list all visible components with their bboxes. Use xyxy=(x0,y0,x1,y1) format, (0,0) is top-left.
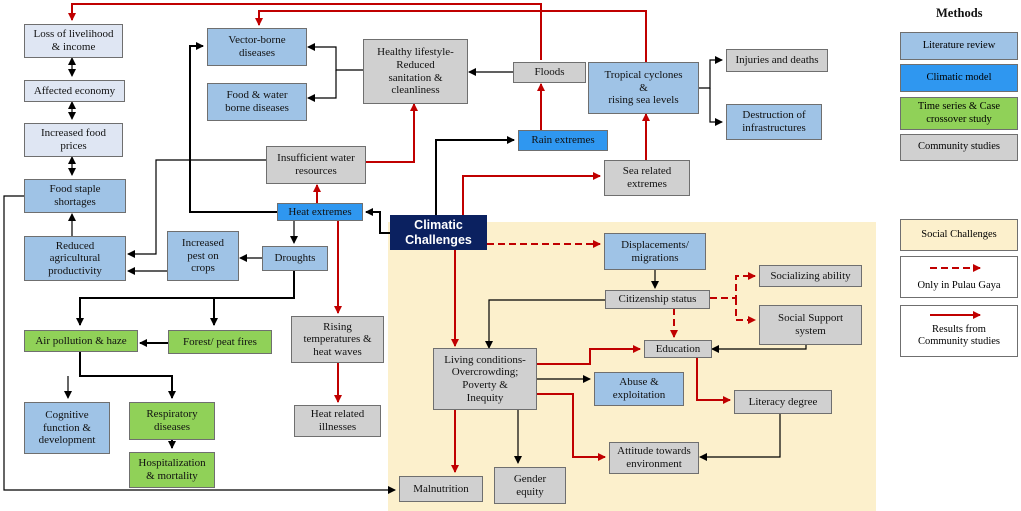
edge-heat-to-vector xyxy=(189,42,277,213)
edge-climatic-to-heat xyxy=(365,208,390,234)
node-education: Education xyxy=(644,340,712,358)
edge-education-to-literacy xyxy=(696,358,731,404)
edge-floods-to-loss xyxy=(68,3,542,60)
legend-results-community-box xyxy=(900,305,1018,357)
node-droughts: Droughts xyxy=(262,246,328,271)
node-displacements: Displacements/ migrations xyxy=(604,233,706,270)
edge-living-to-education xyxy=(537,345,641,365)
node-healthy-lifestyle: Healthy lifestyle- Reduced sanitation & … xyxy=(363,39,468,104)
node-reduced-agri: Reduced agricultural productivity xyxy=(24,236,126,281)
edge-citizenship-to-socializing xyxy=(710,272,756,299)
legend-dashed-arrow xyxy=(930,264,981,272)
edge-staple-to-malnutrition xyxy=(3,195,396,494)
node-heat-illnesses: Heat related illnesses xyxy=(294,405,381,437)
node-air-pollution: Air pollution & haze xyxy=(24,330,138,352)
node-food-water: Food & water borne diseases xyxy=(207,83,307,121)
node-cognitive: Cognitive function & development xyxy=(24,402,110,454)
node-injuries-deaths: Injuries and deaths xyxy=(726,49,828,72)
node-socializing: Socializing ability xyxy=(759,265,862,287)
legend-results-community: Results from Community studies xyxy=(918,324,1000,348)
legend-literature-review: Literature review xyxy=(900,32,1018,60)
legend-solid-arrow xyxy=(930,311,981,319)
edge-citizenship-to-living xyxy=(485,299,605,349)
node-loss-livelihood: Loss of livelihood & income xyxy=(24,24,123,58)
edge-tropical-to-destruction xyxy=(709,88,723,126)
legend-social-challenges: Social Challenges xyxy=(900,219,1018,251)
edge-support-to-education xyxy=(711,345,807,353)
node-sea-related: Sea related extremes xyxy=(604,160,690,196)
edge-air-to-resp xyxy=(79,352,176,399)
node-increased-pest: Increased pest on crops xyxy=(167,231,239,281)
node-affected-economy: Affected economy xyxy=(24,80,125,102)
legend-only-pulau-gaya: Only in Pulau Gaya xyxy=(917,280,1001,291)
legend-only-pulau-gaya-box xyxy=(900,256,1018,298)
node-abuse: Abuse & exploitation xyxy=(594,372,684,406)
node-food-prices: Increased food prices xyxy=(24,123,123,157)
edge-water-to-healthy xyxy=(366,103,418,163)
node-citizenship: Citizenship status xyxy=(605,290,710,309)
node-rising-temps: Rising temperatures & heat waves xyxy=(291,316,384,363)
node-insufficient-water: Insufficient water resources xyxy=(266,146,366,184)
node-forest-fires: Forest/ peat fires xyxy=(168,330,272,354)
edge-tropical-to-vector xyxy=(255,10,647,62)
edge-healthy-to-vector xyxy=(307,43,363,71)
edge-climatic-to-sea xyxy=(462,172,601,215)
edge-droughts-to-fires xyxy=(76,271,295,326)
node-living-conditions: Living conditions- Overcrowding; Poverty… xyxy=(433,348,537,410)
node-attitude: Attitude towards environment xyxy=(609,442,699,474)
edge-climatic-to-rain xyxy=(435,136,515,215)
legend-community-studies: Community studies xyxy=(900,134,1018,161)
node-hospitalization: Hospitalization & mortality xyxy=(129,452,215,488)
edge-water-to-reduced xyxy=(127,159,266,258)
legend-climatic-model: Climatic model xyxy=(900,64,1018,92)
node-tropical-cyclones: Tropical cyclones & rising sea levels xyxy=(588,62,699,114)
node-climatic-challenges: Climatic Challenges xyxy=(390,215,487,250)
node-heat-extremes: Heat extremes xyxy=(277,203,363,221)
node-gender-equity: Gender equity xyxy=(494,467,566,504)
node-food-staple: Food staple shortages xyxy=(24,179,126,213)
edge-living-to-attitude xyxy=(537,393,606,461)
edge-healthy-to-food xyxy=(307,70,337,102)
node-vector-borne: Vector-borne diseases xyxy=(207,28,307,66)
node-literacy: Literacy degree xyxy=(734,390,832,414)
legend-title: Methods xyxy=(936,6,983,20)
node-rain-extremes: Rain extremes xyxy=(518,130,608,151)
edge-tropical-to-injuries xyxy=(699,56,723,89)
node-malnutrition: Malnutrition xyxy=(399,476,483,502)
edge-citizenship-to-support xyxy=(735,298,756,324)
node-destruction: Destruction of infrastructures xyxy=(726,104,822,140)
node-social-support: Social Support system xyxy=(759,305,862,345)
node-floods: Floods xyxy=(513,62,586,83)
edge-literacy-to-attitude xyxy=(699,414,781,461)
node-respiratory: Respiratory diseases xyxy=(129,402,215,440)
legend-time-series: Time series & Case crossover study xyxy=(900,97,1018,130)
